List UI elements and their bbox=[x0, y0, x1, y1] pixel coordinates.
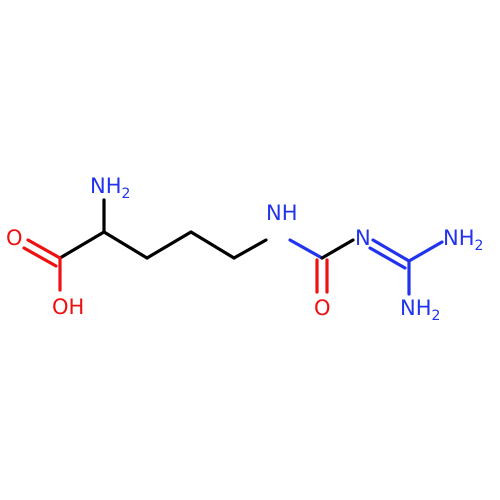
bond-cc-ca bbox=[58, 230, 106, 260]
bonds bbox=[22, 198, 444, 296]
bond-n-cg-double-1 bbox=[371, 238, 411, 263]
bond-nh-cu bbox=[288, 238, 324, 260]
atom-labels: NH2 O OH NH N O NH2 NH2 bbox=[6, 174, 483, 324]
bond-c3-nh bbox=[232, 238, 268, 260]
bond-n-cg-double-2 bbox=[368, 246, 407, 270]
atom-n-imine: N bbox=[355, 226, 371, 250]
atom-nh-chain: NH bbox=[266, 201, 298, 225]
bond-cg-nh2-top bbox=[407, 240, 444, 263]
bond-c1-c2 bbox=[145, 230, 193, 260]
atom-oxo-urea: O bbox=[314, 296, 331, 320]
bond-cc-o-double-1 bbox=[26, 238, 62, 260]
atom-nh2-top: NH2 bbox=[443, 226, 483, 254]
atom-nh2-alpha: NH2 bbox=[90, 174, 130, 202]
bond-c2-c3 bbox=[189, 230, 236, 260]
atom-oh-acid: OH bbox=[52, 295, 84, 319]
atom-nh2-bottom: NH2 bbox=[400, 296, 440, 324]
bond-cc-o-double-2 bbox=[22, 246, 58, 268]
atom-oxo-acid: O bbox=[6, 226, 23, 250]
bond-ca-c1 bbox=[102, 230, 149, 260]
bond-cu-n bbox=[320, 238, 355, 260]
